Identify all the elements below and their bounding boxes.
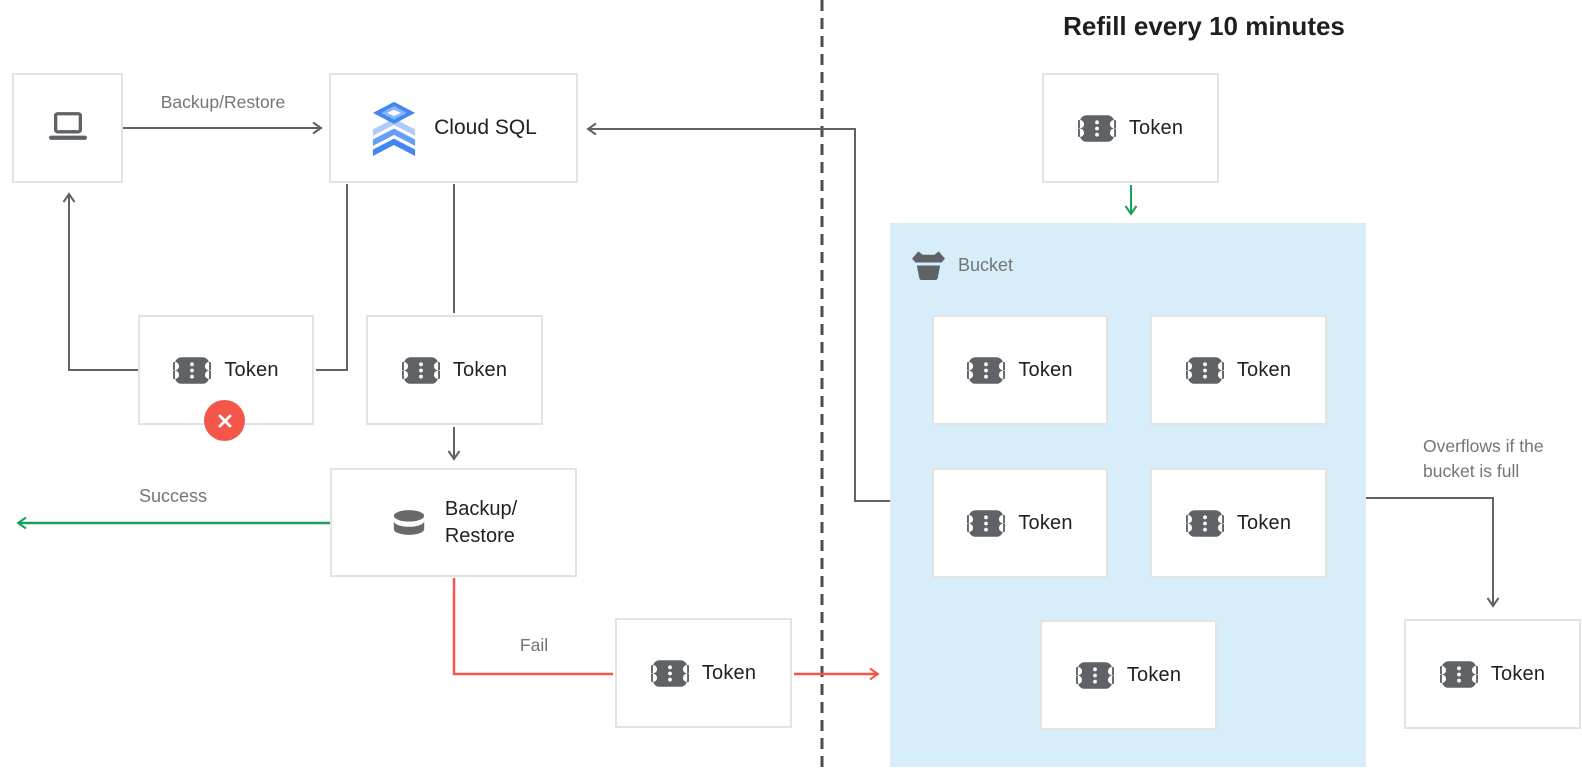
token-icon <box>1439 660 1478 688</box>
database-cylinder-icon <box>393 510 425 535</box>
token-label: Token <box>1126 663 1182 686</box>
success-edge-label: Success <box>138 486 208 506</box>
edge-overflow <box>1366 497 1500 608</box>
token-icon <box>1077 114 1116 142</box>
token-icon <box>1185 356 1224 384</box>
client-box <box>12 73 123 183</box>
token-icon <box>1185 509 1224 537</box>
backup-restore-box: Backup/ Restore <box>330 468 577 577</box>
cloud-sql-label: Cloud SQL <box>434 116 537 139</box>
token-icon <box>967 356 1006 384</box>
overflow-note: Overflows if the bucket is full <box>1423 436 1544 481</box>
token-label: Token <box>1236 511 1292 534</box>
bucket-icon <box>912 251 945 281</box>
edge-fail <box>452 578 613 676</box>
bucket-token-box-4: Token <box>1150 468 1327 578</box>
bucket-token-box-1: Token <box>932 315 1108 425</box>
edge-cloudsql-to-rejected-token <box>316 184 348 371</box>
request-edge-label: Backup/Restore <box>160 92 286 112</box>
bucket-header: Bucket <box>910 248 1013 281</box>
fail-edge-label: Fail <box>519 635 549 655</box>
token-label: Token <box>1128 116 1184 139</box>
refill-title: Refill every 10 minutes <box>1063 11 1345 41</box>
pending-token-box: Token <box>366 315 543 425</box>
token-icon <box>173 356 212 384</box>
token-icon <box>967 509 1006 537</box>
refill-token-box: Token <box>1042 73 1219 183</box>
bucket-token-box-3: Token <box>932 468 1108 578</box>
token-label: Token <box>701 661 757 684</box>
laptop-icon <box>48 112 87 140</box>
cloud-sql-icon <box>373 101 416 156</box>
overflow-token-box: Token <box>1404 619 1581 729</box>
bucket-token-box-2: Token <box>1150 315 1327 425</box>
edge-rejected-token-to-client <box>62 192 138 371</box>
token-label: Token <box>1236 358 1292 381</box>
backup-restore-label: Backup/ Restore <box>444 497 518 547</box>
token-label: Token <box>1490 662 1546 685</box>
bucket-token-box-5: Token <box>1040 620 1217 730</box>
edge-consume-token-to-cloudsql <box>586 122 890 502</box>
red-x-badge <box>204 400 245 441</box>
token-label: Token <box>1018 511 1073 534</box>
failed-token-box: Token <box>615 618 792 728</box>
token-label: Token <box>224 358 279 381</box>
token-label: Token <box>452 358 508 381</box>
token-label: Token <box>1018 358 1073 381</box>
token-icon <box>401 356 440 384</box>
x-icon <box>218 414 231 427</box>
token-icon <box>1075 661 1114 689</box>
token-icon <box>650 659 689 687</box>
cloud-sql-box: Cloud SQL <box>329 73 578 183</box>
bucket-label: Bucket <box>958 255 1014 275</box>
